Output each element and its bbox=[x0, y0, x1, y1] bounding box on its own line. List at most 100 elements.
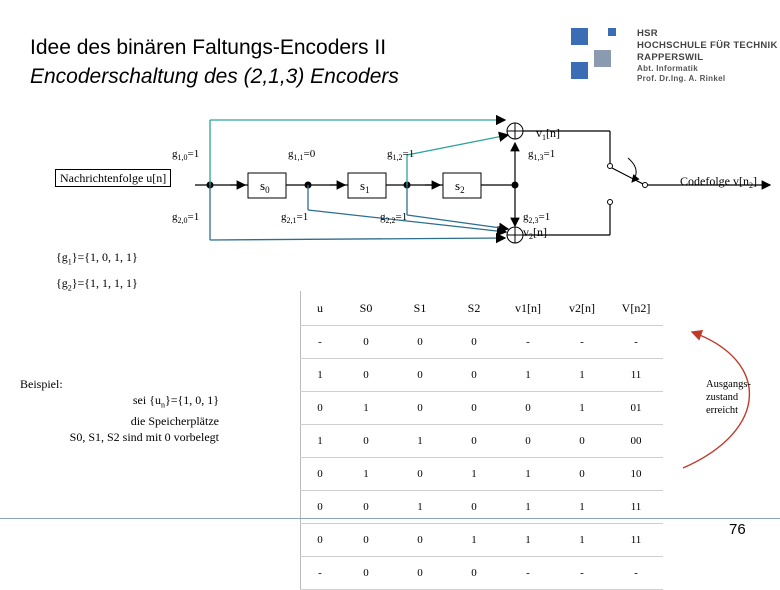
table-cell: 1 bbox=[339, 457, 393, 491]
logo-line2: HOCHSCHULE FÜR TECHNIK bbox=[637, 40, 778, 51]
logo-line4: Abt. Informatik bbox=[637, 64, 698, 73]
register-s0 bbox=[247, 172, 287, 199]
logo-square-grey bbox=[594, 50, 611, 67]
switch-lever bbox=[611, 167, 646, 186]
table-cell: 0 bbox=[393, 556, 447, 590]
table-cell: 0 bbox=[393, 457, 447, 491]
table-cell: 0 bbox=[300, 457, 339, 491]
g13-label: g1,3=1 bbox=[528, 148, 555, 162]
table-header-cell: u bbox=[300, 291, 339, 326]
table-cell: 10 bbox=[609, 457, 663, 491]
table-header-cell: S1 bbox=[393, 291, 447, 326]
table-cell: 0 bbox=[339, 556, 393, 590]
table-cell: 1 bbox=[300, 358, 339, 392]
example-line2: sei {un}={1, 0, 1} bbox=[132, 393, 219, 410]
table-cell: - bbox=[300, 556, 339, 590]
g12-label: g1,2=1 bbox=[387, 148, 414, 162]
logo-square-blue-2 bbox=[571, 62, 588, 79]
lower-bus-g22 bbox=[406, 214, 510, 233]
page-number: 76 bbox=[729, 521, 746, 538]
input-label: Nachrichtenfolge u[n] bbox=[55, 169, 172, 187]
switch-pivot bbox=[642, 182, 648, 188]
table-header-cell: V[n2] bbox=[609, 291, 663, 326]
table-cell: 0 bbox=[339, 424, 393, 458]
table-cell: 1 bbox=[555, 358, 609, 392]
table-cell: - bbox=[501, 325, 555, 359]
table-cell: 0 bbox=[501, 391, 555, 425]
table-header-cell: S0 bbox=[339, 291, 393, 326]
table-cell: 0 bbox=[447, 391, 501, 425]
xor-adder-bottom bbox=[506, 226, 524, 244]
s2-label: s2 bbox=[455, 178, 465, 195]
table-cell: 1 bbox=[447, 457, 501, 491]
table-cell: 1 bbox=[339, 391, 393, 425]
example-note: Beispiel: sei {un}={1, 0, 1} die Speiche… bbox=[20, 376, 219, 445]
state-note-line1: Ausgangs- bbox=[706, 379, 751, 390]
table-header-cell: S2 bbox=[447, 291, 501, 326]
state-note: Ausgangs- zustand erreicht bbox=[706, 378, 751, 417]
table-cell: 11 bbox=[609, 523, 663, 557]
g20-label: g2,0=1 bbox=[172, 211, 199, 225]
switch-contact-top bbox=[607, 163, 613, 169]
table-cell: 0 bbox=[339, 358, 393, 392]
table-cell: 0 bbox=[393, 523, 447, 557]
register-s1 bbox=[347, 172, 387, 199]
table-cell: - bbox=[609, 325, 663, 359]
upper-bus-g12 bbox=[406, 131, 510, 156]
register-s2 bbox=[442, 172, 482, 199]
logo-line1: HSR bbox=[637, 28, 658, 39]
g11-label: g1,1=0 bbox=[288, 148, 316, 162]
footer-rule bbox=[0, 518, 780, 519]
table-cell: 0 bbox=[501, 424, 555, 458]
table-cell: 00 bbox=[609, 424, 663, 458]
logo-line3: RAPPERSWIL bbox=[637, 52, 704, 63]
table-cell: - bbox=[609, 556, 663, 590]
example-line4: S0, S1, S2 sind mit 0 vorbelegt bbox=[69, 430, 219, 445]
switch-contact-bottom bbox=[607, 199, 613, 205]
table-cell: 0 bbox=[555, 424, 609, 458]
table-cell: - bbox=[501, 556, 555, 590]
table-cell: 1 bbox=[501, 457, 555, 491]
switch-rotation-arrow bbox=[627, 157, 640, 183]
table-cell: 0 bbox=[393, 391, 447, 425]
table-cell: 1 bbox=[555, 523, 609, 557]
logo-square-small bbox=[608, 28, 616, 36]
table-header-cell: v1[n] bbox=[501, 291, 555, 326]
table-cell: 11 bbox=[609, 358, 663, 392]
xor-adder-top bbox=[506, 122, 524, 140]
g10-label: g1,0=1 bbox=[172, 148, 199, 162]
s1-label: s1 bbox=[360, 178, 370, 195]
slide-subtitle: Encoderschaltung des (2,1,3) Encoders bbox=[30, 65, 399, 88]
table-cell: 01 bbox=[609, 391, 663, 425]
table-cell: 0 bbox=[447, 424, 501, 458]
g23-label: g2,3=1 bbox=[523, 211, 550, 225]
generator-g1: {g1}={1, 0, 1, 1} bbox=[56, 250, 138, 267]
table-cell: 1 bbox=[501, 523, 555, 557]
table-cell: 0 bbox=[300, 523, 339, 557]
table-cell: 0 bbox=[555, 457, 609, 491]
table-cell: 1 bbox=[300, 424, 339, 458]
table-cell: - bbox=[555, 556, 609, 590]
output-label: Codefolge v[n2] bbox=[680, 174, 757, 190]
example-line1: Beispiel: bbox=[20, 377, 63, 391]
table-cell: 0 bbox=[339, 325, 393, 359]
table-cell: 1 bbox=[447, 523, 501, 557]
v1-label: v1[n] bbox=[536, 126, 560, 142]
lower-bus-g21 bbox=[307, 209, 508, 237]
table-cell: 0 bbox=[447, 325, 501, 359]
g22-label: g2,2=1 bbox=[380, 211, 407, 225]
table-cell: 0 bbox=[447, 556, 501, 590]
state-note-line3: erreicht bbox=[706, 405, 739, 416]
table-cell: 1 bbox=[501, 358, 555, 392]
table-cell: 1 bbox=[393, 424, 447, 458]
table-header-cell: v2[n] bbox=[555, 291, 609, 326]
v2-label: v2[n] bbox=[523, 225, 547, 241]
